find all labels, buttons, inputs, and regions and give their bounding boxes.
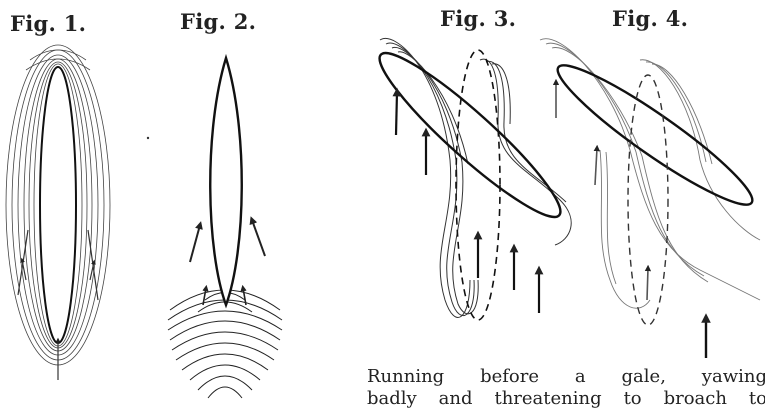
fig-1-drawing (6, 45, 110, 380)
fig-2-drawing (147, 58, 282, 398)
fig-3-drawing (366, 38, 574, 320)
caption: Running before a gale, yawing badly and … (345, 366, 765, 410)
fig-4-drawing (540, 39, 763, 358)
caption-line-2: badly and threatening to broach to (345, 388, 765, 410)
caption-line-1: Running before a gale, yawing (345, 366, 765, 388)
